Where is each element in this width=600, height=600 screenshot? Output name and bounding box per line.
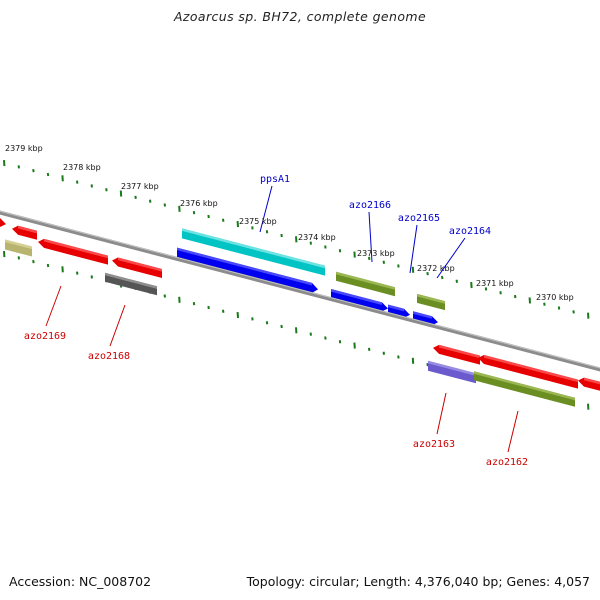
olive-feature-block xyxy=(5,239,32,257)
block-highlight xyxy=(336,271,395,290)
gene-label-ppsa1[interactable]: ppsA1 xyxy=(260,174,290,185)
map-title: Azoarcus sp. BH72, complete genome xyxy=(173,9,427,24)
gene-pointer-line xyxy=(409,224,418,274)
scale-label: 2377 kbp xyxy=(121,182,159,191)
gene-label-azo2164[interactable]: azo2164 xyxy=(449,226,491,237)
block-highlight xyxy=(44,238,108,259)
scale-label: 2375 kbp xyxy=(239,217,277,226)
red-feature-block xyxy=(578,377,600,391)
block-body xyxy=(0,218,6,228)
gene-labels: ppsA1 azo2166 azo2165 azo2164 azo2169 azo2168… xyxy=(24,174,528,468)
block-highlight xyxy=(484,355,578,383)
green-feature-block xyxy=(417,293,445,311)
gene-pointer-line xyxy=(436,237,466,279)
block-body xyxy=(433,344,480,365)
gene-label-azo2166[interactable]: azo2166 xyxy=(349,200,391,211)
red-feature-block xyxy=(112,257,162,279)
gene-pointer-line xyxy=(368,211,373,263)
scale-label: 2376 kbp xyxy=(180,199,218,208)
block-highlight xyxy=(439,344,480,359)
block-highlight xyxy=(105,272,157,289)
red-feature-block xyxy=(478,355,578,389)
red-feature-block xyxy=(38,238,108,265)
red-feature-block xyxy=(12,225,37,240)
gray-feature-block xyxy=(105,272,157,296)
scale-label: 2371 kbp xyxy=(476,279,514,288)
gene-pointer-line xyxy=(45,285,62,327)
block-highlight xyxy=(417,293,445,304)
scale-label: 2372 kbp xyxy=(417,264,455,273)
block-highlight xyxy=(18,225,37,234)
scale-label: 2370 kbp xyxy=(536,293,574,302)
block-highlight xyxy=(177,247,312,286)
block-highlight xyxy=(331,289,382,305)
gene-pointer-line xyxy=(259,185,273,233)
gene-label-azo2162[interactable]: azo2162 xyxy=(486,457,528,468)
scale-label: 2378 kbp xyxy=(63,163,101,172)
block-highlight xyxy=(118,257,162,272)
blue-feature-block xyxy=(331,289,388,312)
red-feature-block xyxy=(433,344,480,365)
gene-pointer-line xyxy=(109,304,126,347)
block-body xyxy=(38,238,108,265)
gene-label-azo2168[interactable]: azo2168 xyxy=(88,351,130,362)
blue-feature-block xyxy=(177,247,318,293)
block-highlight xyxy=(388,304,404,312)
scale-label: 2373 kbp xyxy=(357,249,395,258)
gene-label-azo2169[interactable]: azo2169 xyxy=(24,331,66,342)
genome-backbone xyxy=(0,210,600,372)
gene-label-azo2165[interactable]: azo2165 xyxy=(398,213,440,224)
block-highlight xyxy=(413,311,432,319)
block-highlight xyxy=(5,239,32,250)
purple-feature-block xyxy=(428,360,476,384)
block-body xyxy=(478,355,578,389)
block-highlight xyxy=(584,377,600,385)
gene-pointer-line xyxy=(436,392,447,435)
block-highlight xyxy=(474,371,575,401)
green-feature-block xyxy=(336,271,395,297)
green-feature-block xyxy=(474,371,575,407)
gene-pointer-line xyxy=(507,410,519,453)
gene-blocks xyxy=(0,218,600,407)
scale-label: 2374 kbp xyxy=(298,233,336,242)
cyan-feature-block xyxy=(182,228,325,276)
scale-labels: 2379 kbp 2378 kbp 2377 kbp 2376 kbp 2375 kbp… xyxy=(5,144,574,302)
upper-scale-ticks xyxy=(3,159,590,319)
block-highlight xyxy=(182,228,325,269)
red-feature-block xyxy=(0,218,6,228)
scale-label: 2379 kbp xyxy=(5,144,43,153)
gene-label-azo2163[interactable]: azo2163 xyxy=(413,439,455,450)
genome-backbone-highlight xyxy=(0,210,600,369)
accession-text: Accession: NC_008702 xyxy=(9,574,152,589)
block-body xyxy=(112,257,162,279)
block-highlight xyxy=(428,360,476,376)
genome-summary-text: Topology: circular; Length: 4,376,040 bp… xyxy=(246,574,590,589)
